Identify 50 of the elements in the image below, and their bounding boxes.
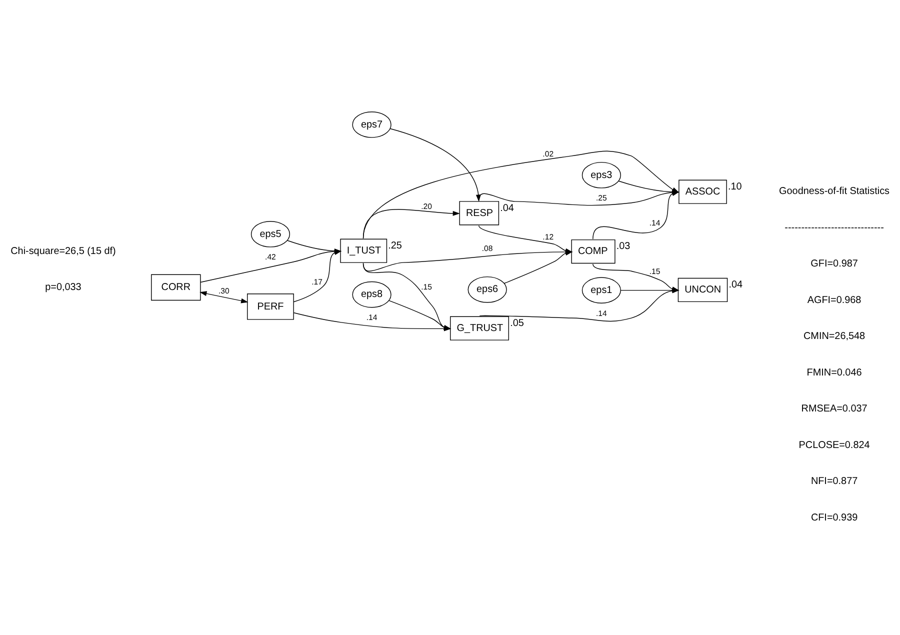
- edge-label: .30: [218, 286, 230, 296]
- node-ellipse: eps5: [250, 220, 290, 248]
- edge-label: .14: [649, 218, 660, 228]
- node-label: .04: [500, 202, 514, 214]
- edge-label: .15: [649, 266, 660, 276]
- arrow: [293, 250, 342, 302]
- edge-label: .12: [542, 232, 554, 242]
- node-box: COMP: [571, 239, 616, 264]
- label: PCLOSE=0.824: [798, 440, 870, 451]
- label: Chi-square=26,5 (15 df): [10, 246, 116, 257]
- label: CFI=0.939: [810, 512, 858, 524]
- node-ellipse: eps6: [468, 276, 507, 303]
- arrow: [504, 250, 573, 284]
- node-box: PERF: [247, 294, 294, 320]
- arrow: [388, 300, 452, 330]
- node-box: UNCON: [678, 278, 728, 302]
- node-label: .03: [616, 241, 630, 252]
- label: FMIN=0.046: [806, 367, 862, 378]
- node-box: RESP: [459, 201, 500, 226]
- edge-label: .25: [596, 194, 607, 203]
- node-ellipse: eps8: [352, 281, 392, 308]
- arrow: [200, 291, 248, 304]
- node-ellipse: eps1: [582, 277, 621, 304]
- node-box: I_TUST: [340, 238, 388, 263]
- label: RMSEA=0.037: [801, 404, 868, 415]
- node-label: .25: [388, 240, 402, 252]
- edge-label: .14: [596, 308, 607, 318]
- node-box: ASSOC: [678, 180, 727, 204]
- label: GFI=0.987: [810, 258, 858, 270]
- edge-label: .08: [482, 244, 493, 254]
- edge-label: .15: [421, 282, 432, 292]
- node-ellipse: eps7: [352, 112, 392, 138]
- edge-label: .02: [542, 149, 554, 158]
- edge-label: .42: [265, 252, 276, 262]
- label: NFI=0.877: [810, 476, 858, 488]
- edge-label: .17: [312, 277, 322, 286]
- node-label: .04: [728, 280, 743, 291]
- label: CMIN=26,548: [803, 331, 866, 342]
- label: AGFI=0.968: [807, 294, 862, 306]
- node-ellipse: eps3: [582, 162, 621, 188]
- label: Goodness-of-fit Statistics: [779, 186, 890, 198]
- node-box: CORR: [151, 274, 201, 301]
- label: ------------------------------: [784, 222, 884, 234]
- node-label: .10: [728, 181, 742, 192]
- label: p=0,033: [45, 282, 82, 294]
- edge-label: .14: [366, 313, 378, 322]
- node-box: G_TRUST: [450, 316, 509, 340]
- edge-label: .20: [421, 202, 432, 212]
- node-label: .05: [510, 318, 524, 329]
- arrow: [362, 262, 452, 330]
